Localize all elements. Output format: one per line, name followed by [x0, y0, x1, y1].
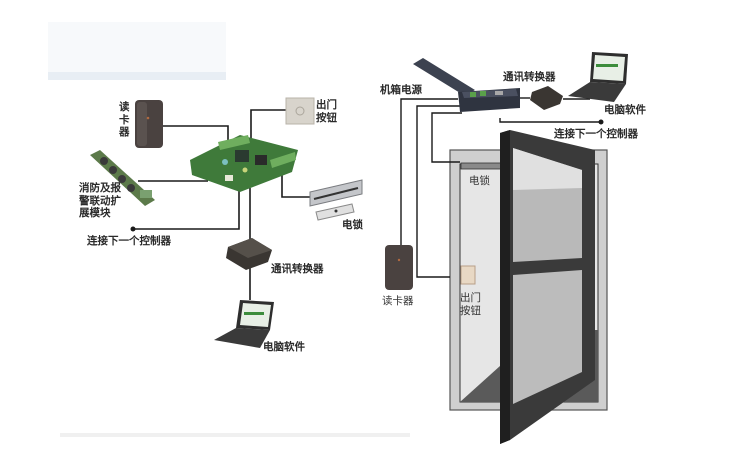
left-wires — [133, 109, 312, 300]
wire-next-controller — [133, 188, 240, 230]
wire-button-board — [250, 109, 286, 140]
exit-button-left — [285, 97, 315, 125]
label-comm-converter-right: 通讯转换器 — [503, 71, 556, 83]
electric-lock-right — [460, 162, 502, 170]
label-power-box: 机箱电源 — [380, 84, 422, 96]
faded-banner — [48, 22, 226, 80]
exit-button-right — [460, 265, 476, 285]
wire-lock-board — [281, 170, 312, 198]
wire-power-lock — [431, 112, 462, 163]
electric-lock-left — [309, 179, 363, 221]
controller-board — [190, 135, 298, 192]
laptop-left — [214, 300, 274, 348]
laptop-right — [568, 52, 628, 102]
label-comm-converter-left: 通讯转换器 — [271, 263, 324, 275]
label-pc-software-left: 电脑软件 — [263, 341, 305, 353]
wire-reader-board — [162, 125, 229, 140]
label-pc-software-right: 电脑软件 — [604, 104, 646, 116]
label-exit-button-left: 出门按钮 — [316, 99, 337, 124]
label-electric-lock-right: 电锁 — [469, 175, 490, 187]
power-box — [413, 58, 520, 112]
faded-footer-strip — [60, 433, 410, 437]
label-card-reader-right: 读卡器 — [382, 295, 414, 307]
wire-next-controller-r — [499, 118, 601, 123]
card-reader-right — [385, 245, 413, 290]
fire-alarm-module — [90, 150, 155, 206]
right-wires — [400, 97, 601, 278]
label-next-controller-left: 连接下一个控制器 — [87, 235, 171, 247]
wire-power-reader — [400, 98, 458, 245]
label-exit-button-right: 出门按钮 — [460, 292, 481, 317]
next-controller-dot — [130, 226, 136, 232]
label-card-reader-left: 读卡器 — [119, 101, 130, 138]
wire-power-button — [416, 105, 460, 278]
next-controller-dot-r — [598, 119, 604, 125]
open-door — [500, 130, 595, 444]
card-reader-left — [135, 100, 163, 148]
label-electric-lock-left: 电锁 — [342, 219, 363, 231]
comm-converter-left — [226, 238, 272, 270]
label-next-controller-right: 连接下一个控制器 — [554, 128, 638, 140]
comm-converter-right — [530, 86, 563, 110]
label-fire-alarm-module: 消防及报警联动扩展模块 — [79, 182, 121, 219]
